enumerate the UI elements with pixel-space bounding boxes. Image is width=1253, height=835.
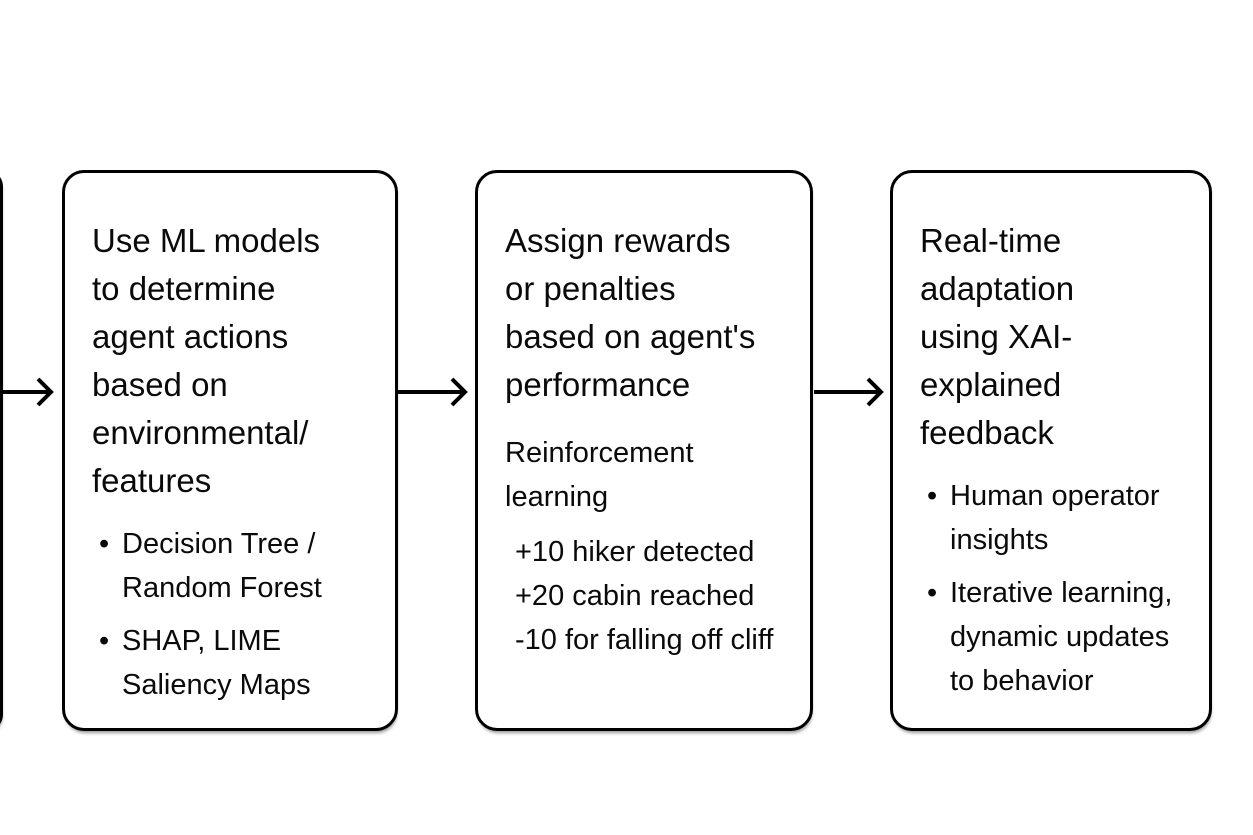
bullet-icon	[920, 474, 950, 562]
bullet-icon	[920, 571, 950, 703]
adaptation-heading: Real-time adaptation using XAI- explaine…	[920, 222, 1075, 451]
flow-arrow-in-icon	[0, 377, 54, 407]
reward-values: +10 hiker detected +20 cabin reached -10…	[515, 536, 774, 656]
flow-arrow-2-3-icon	[814, 377, 884, 407]
ml-decision-box: Use ML models to determine agent actions…	[62, 170, 398, 731]
rewards-subheading: Reinforcement learning	[505, 437, 694, 513]
list-item: SHAP, LIME Saliency Maps	[92, 619, 371, 707]
adaptation-box: Real-time adaptation using XAI- explaine…	[890, 170, 1212, 731]
rewards-heading: Assign rewards or penalties based on age…	[505, 222, 756, 403]
bullet-text: Human operator insights	[950, 480, 1160, 556]
rewards-box: Assign rewards or penalties based on age…	[475, 170, 813, 731]
flow-arrow-1-2-icon	[398, 377, 468, 407]
ml-decision-bullet-list: Decision Tree / Random Forest SHAP, LIME…	[92, 522, 371, 707]
adaptation-bullet-list: Human operator insights Iterative learni…	[920, 474, 1185, 703]
previous-step-box-partial	[0, 170, 3, 731]
ml-decision-heading: Use ML models to determine agent actions…	[92, 222, 321, 499]
list-item: Decision Tree / Random Forest	[92, 522, 371, 610]
list-item: Iterative learning, dynamic updates to b…	[920, 571, 1185, 703]
bullet-text: Iterative learning, dynamic updates to b…	[950, 577, 1173, 697]
list-item: Human operator insights	[920, 474, 1185, 562]
bullet-icon	[92, 619, 122, 707]
bullet-icon	[92, 522, 122, 610]
bullet-text: SHAP, LIME Saliency Maps	[122, 625, 311, 701]
bullet-text: Decision Tree / Random Forest	[122, 528, 322, 604]
